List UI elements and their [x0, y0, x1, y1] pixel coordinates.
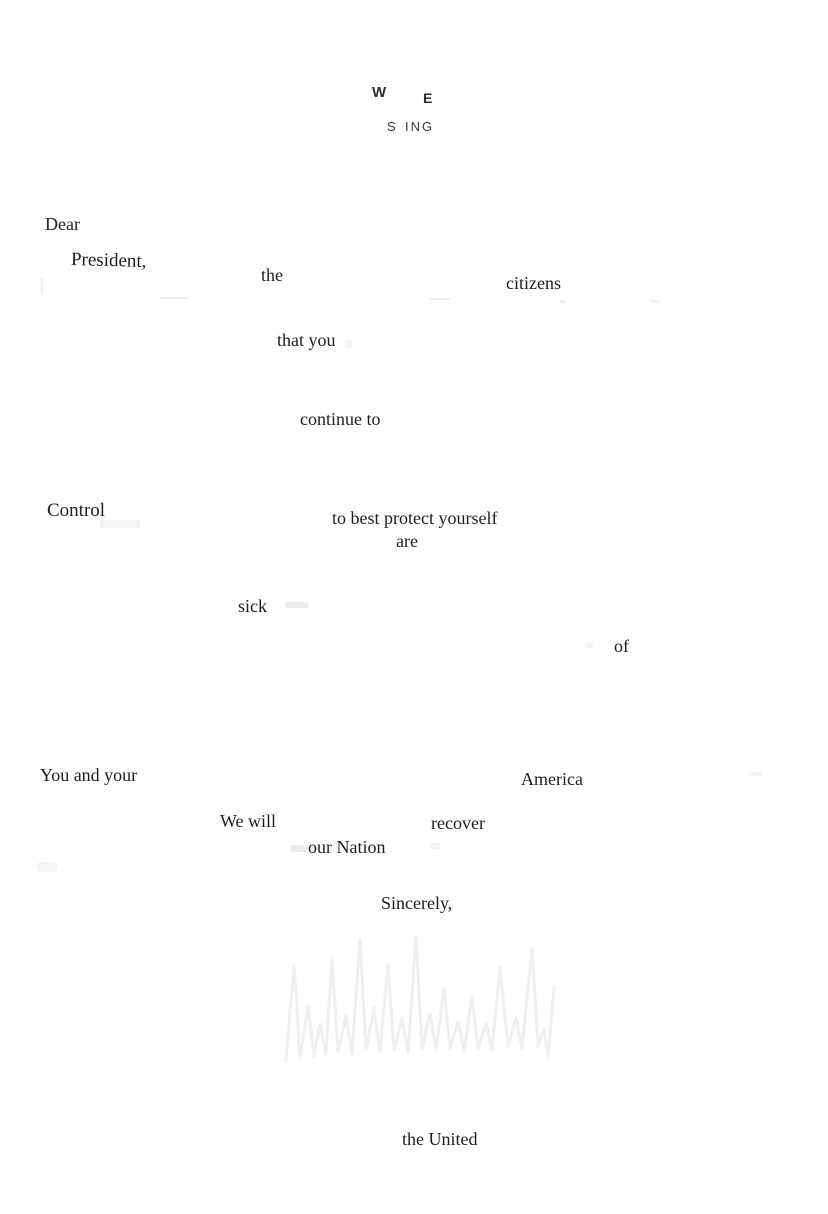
erasure-smudge: [41, 278, 43, 295]
poem-word-5: President,: [70, 249, 147, 272]
poem-word-11: to best protect yourself: [332, 508, 498, 528]
erasure-smudge: [345, 340, 353, 348]
poem-word-6: the: [261, 265, 283, 285]
poem-word-14: of: [614, 636, 629, 656]
erasure-smudge: [585, 643, 593, 648]
poem-word-1: E: [423, 90, 434, 106]
poem-word-15: You and your: [40, 765, 138, 785]
poem-word-9: continue to: [300, 409, 381, 429]
erasure-smudge: [560, 300, 566, 303]
erasure-smudge: [160, 297, 188, 299]
poem-word-12: are: [396, 531, 418, 551]
poem-word-17: We will: [220, 811, 277, 831]
poem-word-0: W: [372, 84, 388, 101]
erasure-smudge: [290, 845, 308, 852]
poem-word-16: America: [521, 769, 583, 789]
poem-word-19: our Nation: [308, 837, 386, 857]
poem-word-8: that you: [277, 330, 336, 350]
poem-word-20: Sincerely,: [381, 893, 453, 913]
erasure-smudge: [100, 520, 140, 528]
poem-word-13: sick: [238, 596, 267, 616]
erasure-smudge: [36, 862, 58, 872]
erasure-smudge: [430, 298, 450, 300]
poem-word-7: citizens: [506, 273, 561, 293]
erasure-smudge: [748, 772, 762, 776]
erasure-smudge: [650, 300, 660, 303]
poem-word-4: Dear: [45, 214, 80, 234]
poem-word-2: S: [387, 119, 398, 134]
poem-word-21: the United: [402, 1129, 478, 1149]
erasure-smudge: [430, 843, 440, 849]
ghost-signature-icon: [284, 934, 556, 1062]
erasure-smudge: [285, 602, 309, 608]
poem-word-3: ING: [405, 119, 435, 134]
poem-word-18: recover: [431, 813, 485, 833]
poem-word-10: Control: [47, 500, 106, 521]
